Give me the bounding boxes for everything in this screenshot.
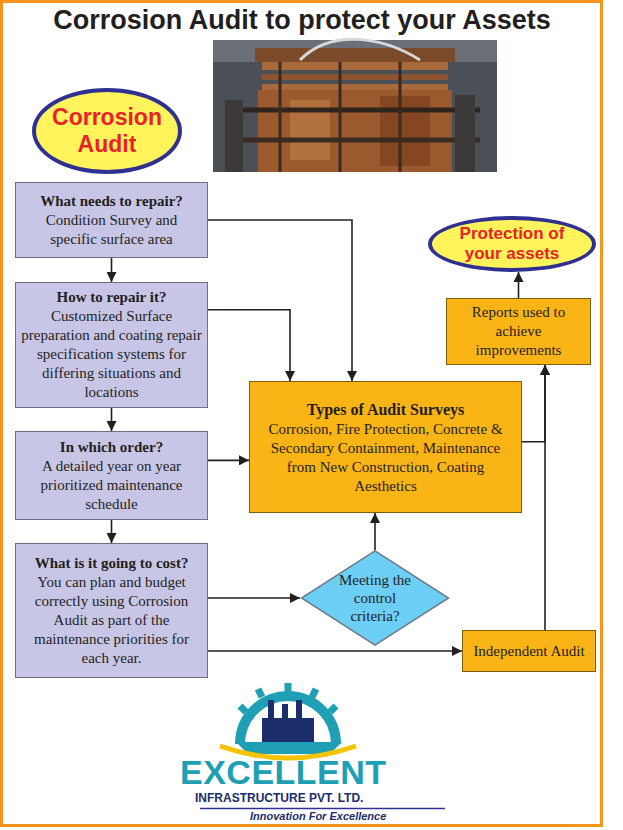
- vessel-top: [255, 48, 455, 62]
- process-box: In which order?A detailed year on year p…: [15, 431, 208, 520]
- flow-arrow: [111, 520, 113, 543]
- company-suffix: INFRASTRUCTURE PVT. LTD.: [195, 791, 363, 805]
- logo-chimney: [282, 704, 288, 720]
- box-text: Customized Surface preparation and coati…: [21, 307, 202, 402]
- logo-chimney: [268, 700, 274, 720]
- flow-arrow: [208, 220, 352, 381]
- page-frame: [2, 2, 602, 826]
- audit-box: Independent Audit: [462, 630, 596, 672]
- company-tagline: Innovation For Excellence: [250, 810, 386, 823]
- box-text: You can plan and budget correctly using …: [21, 573, 202, 668]
- result-box: Reports used to achieve improvements: [446, 298, 591, 365]
- vessel-ring: [262, 62, 448, 70]
- box-text: Condition Survey and specific surface ar…: [21, 211, 202, 249]
- box-heading: What needs to repair?: [40, 192, 183, 211]
- survey-box: Types of Audit SurveysCorrosion, Fire Pr…: [249, 381, 522, 513]
- flow-arrow: [208, 597, 300, 599]
- logo-factory: [262, 718, 314, 742]
- logo-chimney: [296, 700, 302, 720]
- box-text: Reports used to achieve improvements: [452, 303, 585, 360]
- logo-gear: [240, 696, 336, 744]
- end-oval: Protection of your assets: [428, 216, 596, 272]
- flow-arrow: [111, 408, 113, 431]
- cable: [300, 39, 420, 60]
- vessel-ring: [262, 74, 448, 80]
- process-box: What needs to repair?Condition Survey an…: [15, 182, 208, 258]
- vessel-body: [258, 90, 452, 172]
- oval-text: Corrosion Audit: [48, 104, 166, 158]
- flow-arrow: [544, 365, 546, 630]
- box-text: A detailed year on year prioritized main…: [21, 457, 202, 514]
- equipment-photo: [213, 39, 497, 172]
- oval-text: Protection of your assets: [450, 224, 575, 264]
- company-name: EXCELLENT: [180, 754, 387, 790]
- support: [455, 95, 475, 172]
- flow-arrow: [208, 650, 462, 652]
- flow-arrow: [522, 365, 545, 442]
- pipe: [225, 138, 480, 143]
- logo-rule: [200, 808, 445, 810]
- flow-arrow: [208, 460, 249, 462]
- title-text: Corrosion Audit to protect your Assets: [3, 4, 601, 36]
- process-box: How to repair it?Customized Surface prep…: [15, 282, 208, 408]
- decision-text: Meeting the control criteria?: [334, 571, 416, 625]
- process-box: What is it going to cost?You can plan an…: [15, 543, 208, 678]
- diamond-outline: [302, 551, 449, 645]
- box-heading: In which order?: [60, 438, 163, 457]
- box-text: Corrosion, Fire Protection, Concrete & S…: [255, 420, 516, 496]
- box-text: Independent Audit: [473, 642, 584, 661]
- flow-arrow: [518, 272, 520, 298]
- support: [225, 100, 243, 172]
- decision-diamond: Meeting the control criteria?: [300, 550, 450, 646]
- photo-background: [213, 40, 497, 172]
- start-oval: Corrosion Audit: [32, 88, 182, 174]
- flow-arrow: [111, 258, 113, 282]
- flow-arrow: [208, 310, 290, 381]
- photo-sky: [213, 40, 497, 62]
- rebar: [280, 62, 400, 172]
- box-heading: Types of Audit Surveys: [307, 399, 465, 420]
- rust-patch: [380, 96, 430, 166]
- flow-arrow: [374, 513, 376, 550]
- box-heading: What is it going to cost?: [35, 554, 189, 573]
- vessel-ring: [262, 84, 448, 90]
- pipe: [225, 108, 480, 113]
- box-heading: How to repair it?: [57, 288, 167, 307]
